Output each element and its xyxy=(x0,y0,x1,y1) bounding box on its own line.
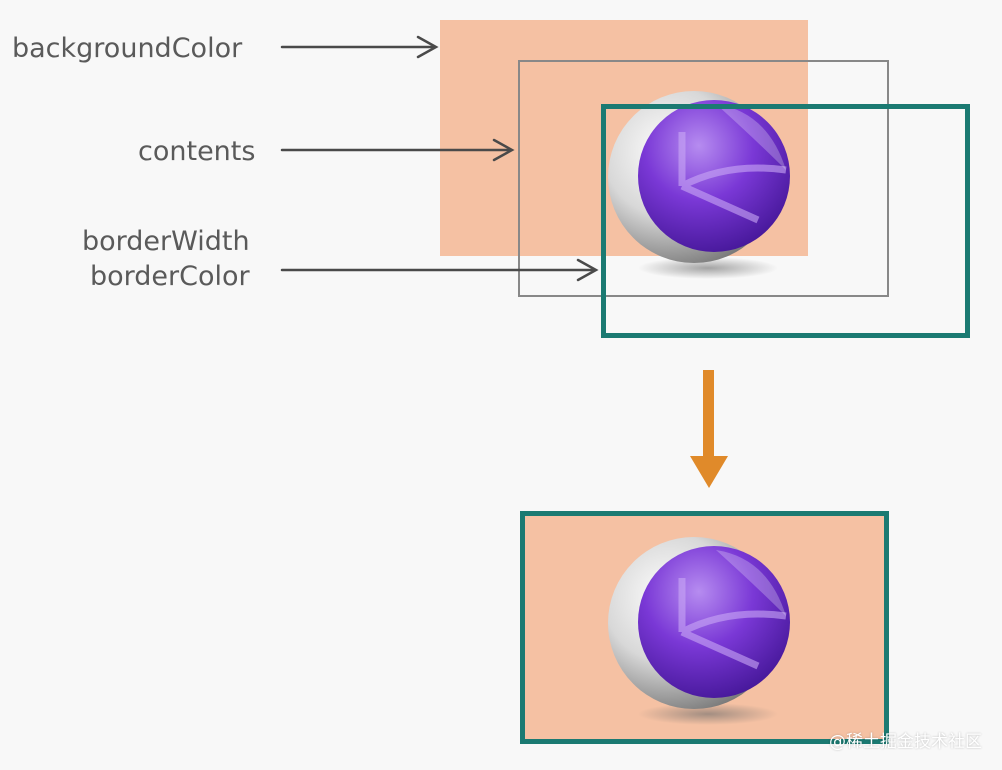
sphere-icon xyxy=(608,528,803,728)
label-background-color: backgroundColor xyxy=(12,33,243,64)
label-border-width: borderWidth xyxy=(82,226,250,257)
border-layer xyxy=(601,104,970,338)
label-border-color: borderColor xyxy=(90,261,250,292)
watermark: @稀土掘金技术社区 xyxy=(829,732,982,752)
sphere-icon xyxy=(608,82,803,282)
down-arrow xyxy=(690,370,728,488)
label-contents: contents xyxy=(138,136,256,167)
contents-layer-outline xyxy=(518,60,889,297)
